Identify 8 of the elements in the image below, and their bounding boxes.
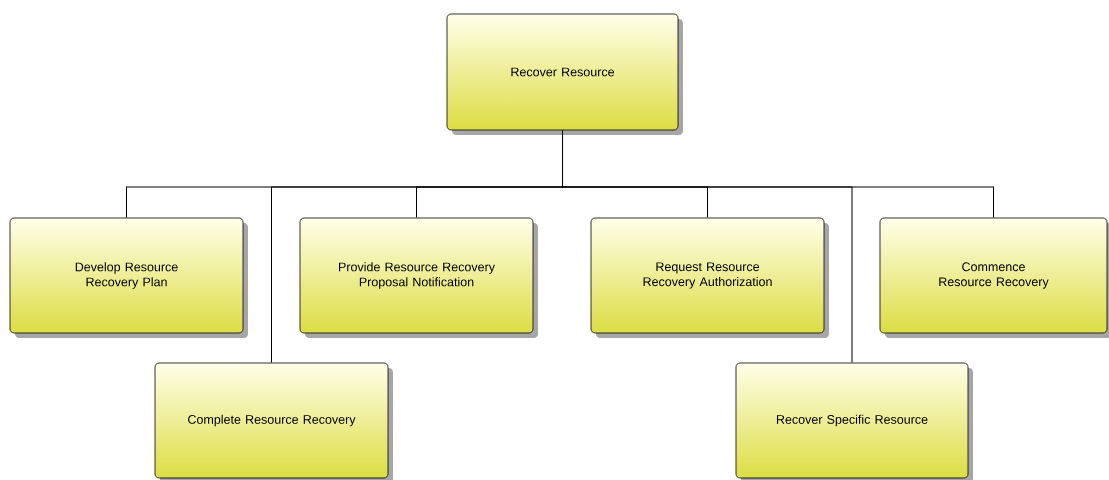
- connector: [562, 129, 853, 364]
- process-box: Provide Resource Recovery Proposal Notification: [299, 217, 538, 338]
- process-box: Develop Resource Recovery Plan: [9, 217, 248, 338]
- process-box: Commence Resource Recovery: [879, 217, 1109, 338]
- process-box: Request Resource Recovery Authorization: [590, 217, 829, 338]
- process-box: Complete Resource Recovery: [154, 362, 393, 480]
- process-box: Recover Resource: [446, 13, 683, 135]
- process-box: Recover Specific Resource: [735, 362, 973, 480]
